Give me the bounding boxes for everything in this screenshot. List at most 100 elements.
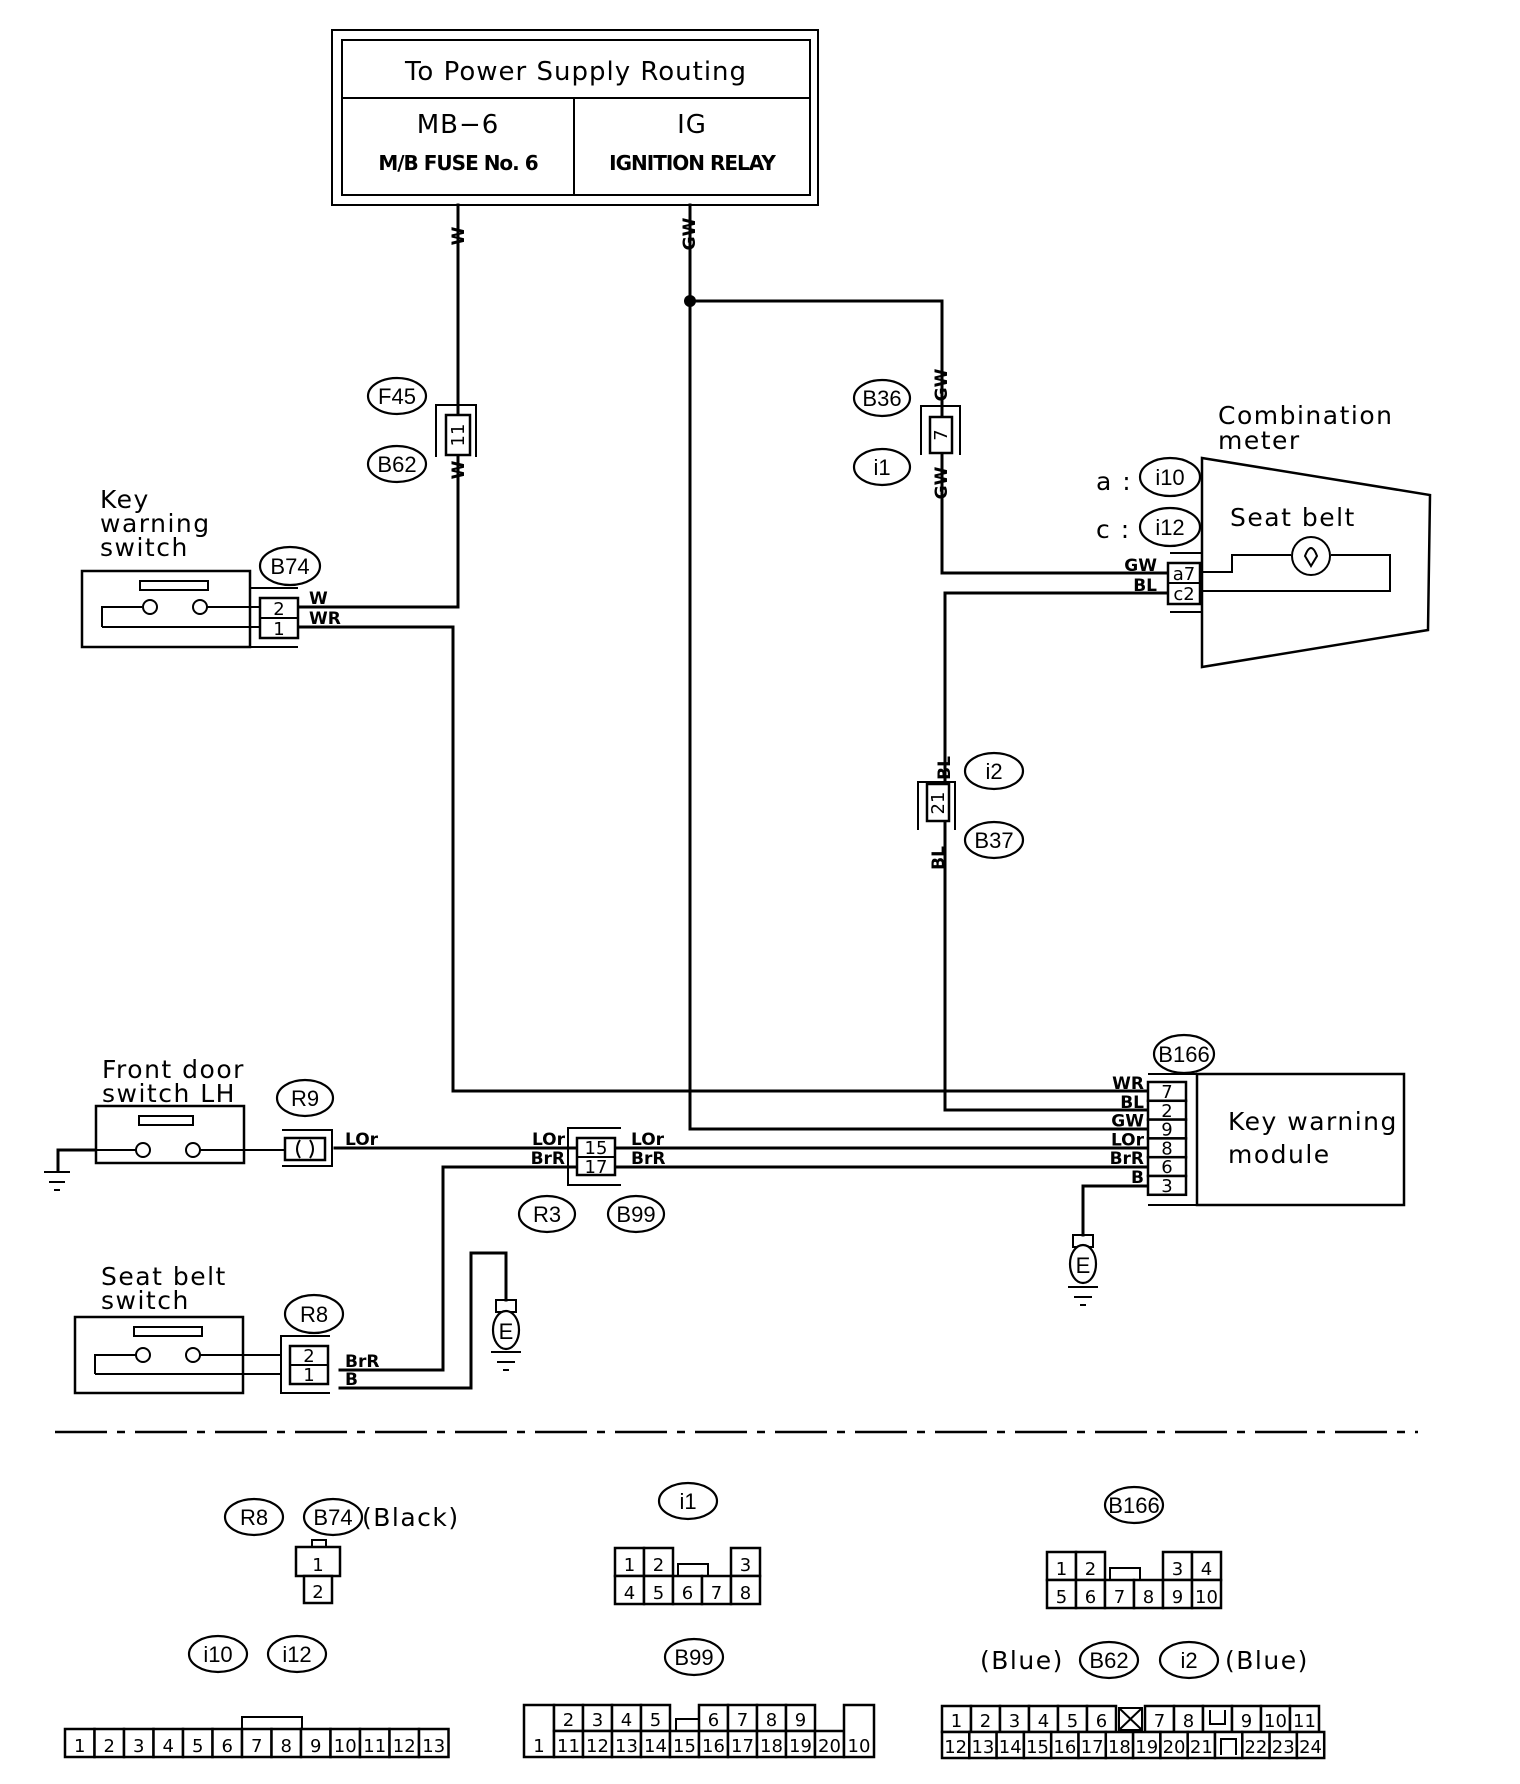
b62-label: B62 [377,452,416,477]
legend-b166-label: B166 [1108,1493,1159,1518]
b74-oval[interactable] [258,545,322,587]
legend-i1-pin-8-number: 8 [740,1583,751,1604]
legend-i10-pin-2 [93,1727,126,1759]
r3-oval[interactable] [517,1194,577,1234]
f45-oval[interactable] [366,376,428,416]
legend-b99-pin-14-number: 14 [644,1736,667,1757]
latch-icon [1109,1567,1141,1580]
legend-b99-pin-12-number: 12 [586,1736,609,1757]
legend-r8-oval[interactable] [223,1497,285,1537]
legend-i2-oval[interactable] [1158,1640,1220,1680]
legend-i1-pin-1 [613,1546,646,1578]
legend-b62-pin-10-number: 10 [1264,1711,1287,1732]
r8-oval[interactable] [283,1293,345,1335]
legend-b99-pin-17 [726,1729,759,1759]
legend-b99-pin-20 [813,1729,846,1759]
legend-b166-pin-4-number: 4 [1201,1559,1212,1580]
legend-r8-b74-color: (Black) [362,1503,460,1532]
r9-oval[interactable] [275,1078,335,1118]
legend-b166-pin-8 [1132,1578,1165,1610]
kws-pin-2: 2 [273,599,284,620]
latch-icon [241,1716,303,1729]
kwm-pin-number: 8 [1161,1138,1172,1159]
cm-pin-c2: c2 [1173,584,1194,605]
kwm-wire-label: GW [1111,1112,1144,1132]
legend-b74-oval[interactable] [302,1497,364,1537]
b62-oval[interactable] [366,444,428,484]
legend-b62-pin-13-number: 13 [971,1737,994,1758]
legend-i1-oval[interactable] [657,1481,719,1521]
legend-b62-oval[interactable] [1078,1640,1140,1680]
wire-label-brr-r3-left: BrR [531,1149,565,1169]
cm-lamp-label: Seat belt [1230,503,1356,532]
legend-i1-pin-1-number: 1 [624,1555,635,1576]
sbs-label-2: switch [101,1286,190,1315]
i2-oval[interactable] [963,751,1025,791]
r8-label: R8 [300,1302,328,1327]
legend-i10-label: i10 [203,1642,232,1667]
legend-b99-pin-2-number: 2 [563,1710,574,1731]
b37-oval[interactable] [963,820,1025,860]
legend-b62-pin-16-number: 16 [1053,1737,1076,1758]
i10-oval[interactable] [1138,456,1202,498]
ground-e-seatbelt: E [491,1299,521,1371]
b36-label: B36 [862,386,901,411]
sbs-label-1: Seat belt [101,1262,227,1291]
legend-b99-pin-6-number: 6 [708,1710,719,1731]
legend-i1-pin-2-number: 2 [653,1555,664,1576]
legend-b62-pin-8 [1172,1704,1205,1734]
latch-icon [677,1563,709,1576]
seat-belt-lamp-icon [1291,536,1331,576]
legend-b166-pin-8-number: 8 [1143,1587,1154,1608]
legend-i10-pin-11-number: 11 [363,1736,386,1757]
b36-oval[interactable] [852,378,912,418]
legend-b99-pin-20-number: 20 [818,1736,841,1757]
legend-b166-pin-2-number: 2 [1085,1559,1096,1580]
legend-b99-pin-13 [610,1729,643,1759]
legend-b62-pin-16 [1049,1730,1080,1760]
legend-b99-pin-4-number: 4 [621,1710,632,1731]
i1-oval[interactable] [852,447,912,487]
kwm-wire-label: WR [1112,1074,1144,1094]
cm-prefix-a: a : [1096,467,1132,496]
kwm-wire-label: LOr [1111,1130,1145,1150]
legend-b166-oval[interactable] [1103,1485,1165,1525]
legend-i10-pin-1-number: 1 [74,1736,85,1757]
ig-desc: IGNITION RELAY [609,151,776,175]
legend-b99-pin-18-number: 18 [760,1736,783,1757]
wire-label-w-top: W [449,226,469,245]
legend-b99-pin-5-number: 5 [650,1710,661,1731]
legend-i1-pin-6-number: 6 [682,1583,693,1604]
legend-i1-pin-5 [642,1574,675,1606]
wire-w [298,203,460,609]
legend-i1-pin-2 [642,1546,675,1578]
legend-b62-pin-9-number: 9 [1241,1711,1252,1732]
wire-label-b-r8: B [345,1370,358,1390]
wire-label-gw-b36: GW [932,368,952,401]
wire-b-seatbelt [338,1251,508,1390]
power-box-outer [331,29,819,206]
r3-label: R3 [533,1202,561,1227]
legend-i12-oval[interactable] [266,1634,328,1674]
legend-i10-pin-11 [358,1727,391,1759]
b99-oval[interactable] [606,1194,666,1234]
wire-label-bl-i2: BL [935,756,955,780]
legend-b99-pin-17-number: 17 [731,1736,754,1757]
f45-label: F45 [378,384,416,409]
legend-b62-pin-23 [1268,1730,1299,1760]
legend-b62-pin-1-number: 1 [951,1711,962,1732]
key-warning-switch: Key warning switch 2 1 B74 [80,485,322,649]
legend-i10-oval[interactable] [187,1634,249,1674]
i12-oval[interactable] [1138,506,1202,548]
legend-i10-pin-8-number: 8 [281,1736,292,1757]
legend-i1-pin-7 [700,1574,733,1606]
sbs-pin-2: 2 [303,1346,314,1367]
wire-gw-main [688,203,1150,1131]
legend-b62-pin-6-number: 6 [1096,1711,1107,1732]
legend-i1-pin-7-number: 7 [711,1583,722,1604]
b99-label: B99 [616,1202,655,1227]
kws-label-1: Key [100,485,150,514]
legend-b99-oval[interactable] [663,1637,725,1677]
wire-brr [338,1165,1150,1372]
